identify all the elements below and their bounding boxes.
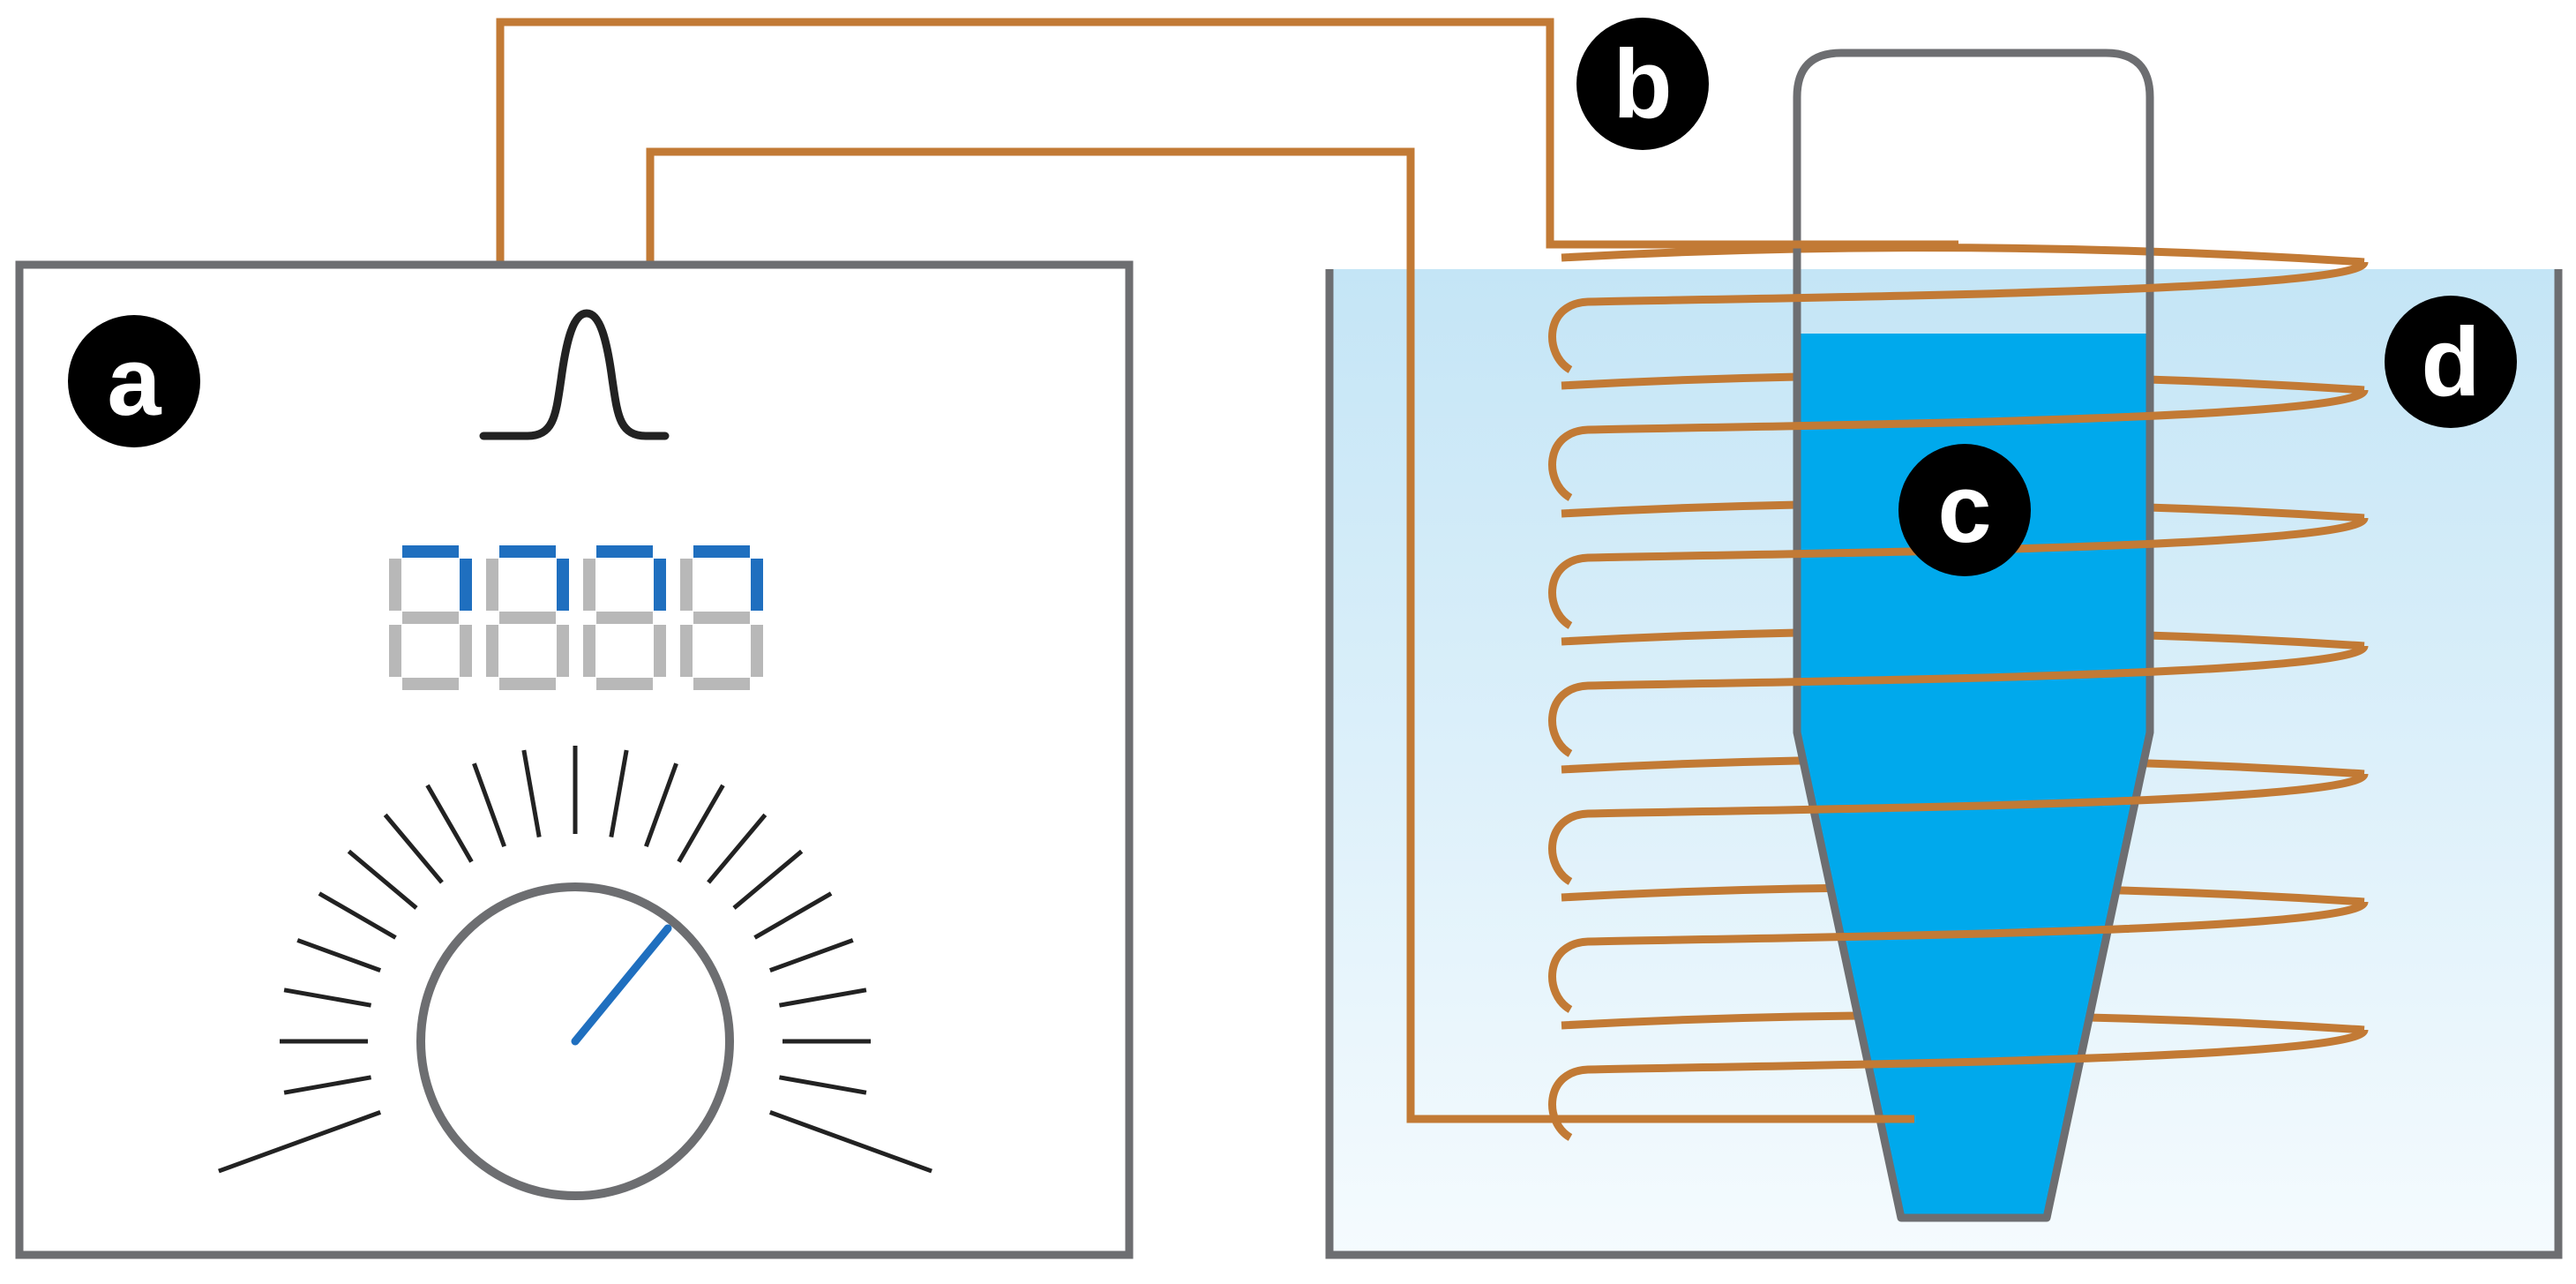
dial-tick	[383, 813, 444, 884]
coil-turn-front	[1548, 771, 2369, 885]
gaussian-pulse-icon	[479, 309, 670, 440]
tube-outline	[1793, 49, 2154, 1222]
coil-turn-front	[1548, 643, 2369, 757]
coil-wires	[496, 18, 1958, 1123]
dial-scale-ticks	[218, 746, 932, 1174]
dial-tick	[778, 1075, 867, 1095]
display-digit	[583, 545, 666, 690]
dial-tick	[283, 987, 372, 1008]
generator-unit	[15, 260, 1134, 1259]
dial-tick	[753, 891, 833, 940]
dial-tick	[677, 784, 725, 863]
dial-tick	[283, 1075, 372, 1095]
dial-tick	[296, 938, 382, 972]
wire-outer	[496, 18, 1958, 265]
dial-pointer	[571, 924, 672, 1046]
label-a: a	[107, 327, 161, 436]
dial-tick	[521, 749, 542, 838]
coil-turn-back	[1561, 244, 2365, 267]
coil-turn-front	[1548, 1027, 2369, 1141]
wire-inner	[646, 147, 1914, 1123]
coil-turn-front	[1548, 387, 2369, 501]
coil-turn-front	[1548, 515, 2369, 629]
dial-tick	[425, 784, 474, 863]
label-d: d	[2421, 308, 2480, 417]
coil-turn-front	[1548, 259, 2369, 373]
label-c: c	[1937, 454, 1991, 563]
dial-tick	[768, 938, 854, 972]
label-b: b	[1613, 30, 1672, 139]
dial-tick	[218, 1110, 382, 1174]
label-c-badge: c	[1898, 444, 2031, 576]
seven-segment-display	[389, 545, 763, 690]
label-b-badge: b	[1576, 18, 1709, 150]
coil-front-segments	[1548, 259, 2369, 1141]
dial-tick	[472, 762, 506, 848]
dial-tick	[347, 849, 418, 910]
dial-tick	[609, 749, 629, 838]
display-digit	[389, 545, 472, 690]
dial-tick	[318, 891, 397, 940]
display-digit	[680, 545, 763, 690]
label-d-badge: d	[2385, 296, 2517, 428]
bath-frame	[1325, 269, 2563, 1259]
dial-tick	[644, 762, 678, 848]
dial-tick	[707, 813, 768, 884]
display-digit	[486, 545, 569, 690]
label-a-badge: a	[68, 315, 200, 447]
dial-tick	[732, 849, 804, 910]
dial-tick	[768, 1110, 932, 1174]
coil-turn-front	[1548, 899, 2369, 1013]
dial-tick	[778, 987, 867, 1008]
